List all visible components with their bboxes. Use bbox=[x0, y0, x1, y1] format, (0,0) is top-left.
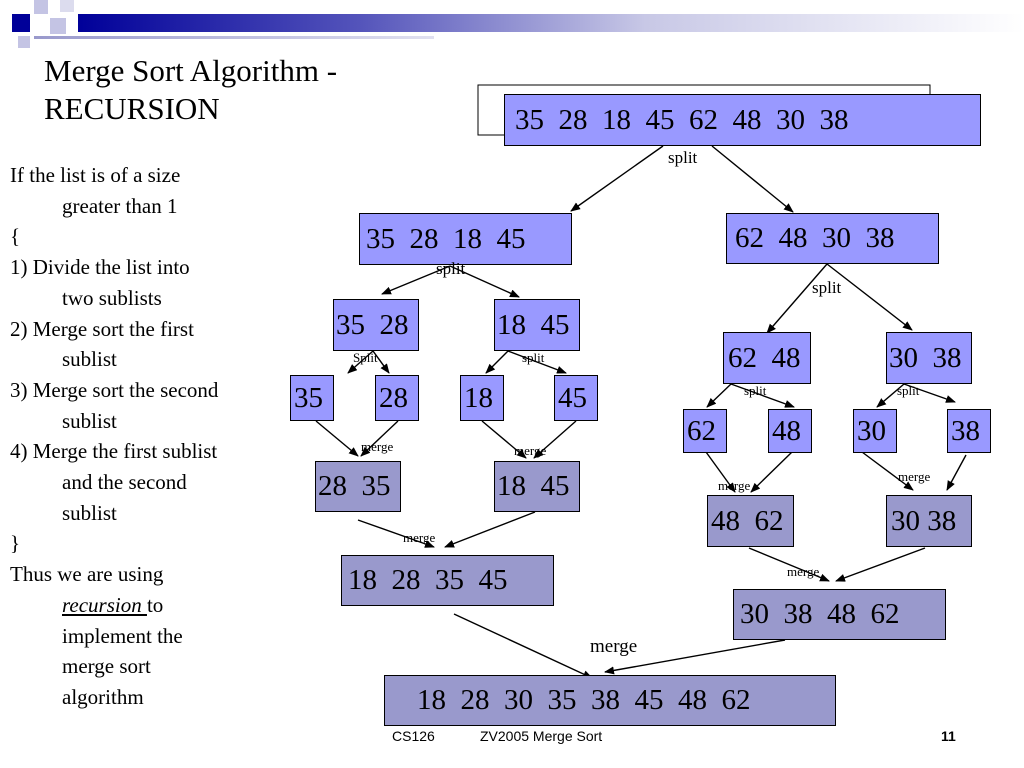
bullet-line: sublist bbox=[62, 408, 117, 433]
array-box-48: 48 bbox=[768, 409, 812, 453]
arrow bbox=[766, 263, 828, 334]
arrow bbox=[360, 420, 399, 457]
footer-course: CS126 bbox=[392, 728, 435, 744]
split-label: Split bbox=[353, 350, 378, 365]
bullet-line: { bbox=[10, 224, 21, 249]
arrow bbox=[444, 511, 536, 548]
split-label: split bbox=[668, 148, 698, 167]
bullet-line: implement the bbox=[62, 623, 183, 648]
array-box-38: 38 bbox=[947, 409, 991, 453]
merged-box-right-half: 30 38 48 62 bbox=[733, 589, 946, 640]
bullet-line: sublist bbox=[62, 500, 117, 525]
page-title: Merge Sort Algorithm - RECURSION bbox=[44, 52, 424, 128]
corner-square-light bbox=[50, 18, 66, 34]
array-box-18: 18 bbox=[460, 375, 504, 421]
array-box-rr: 30 38 bbox=[886, 332, 972, 384]
arrow bbox=[381, 265, 451, 295]
bullet-line: greater than 1 bbox=[62, 193, 178, 218]
slide-number: 11 bbox=[941, 728, 956, 744]
array-box-45: 45 bbox=[554, 375, 598, 421]
array-box-root: 35 28 18 45 62 48 30 38 bbox=[504, 94, 981, 146]
arrow bbox=[711, 145, 794, 213]
array-box-62: 62 bbox=[683, 409, 727, 453]
array-box-28: 28 bbox=[375, 375, 419, 421]
arrow bbox=[706, 383, 732, 408]
array-box-lr: 18 45 bbox=[494, 299, 580, 351]
corner-square-light bbox=[18, 36, 30, 48]
merge-label: merge bbox=[361, 439, 394, 454]
bullet-line: recursion to bbox=[10, 590, 280, 621]
arrow bbox=[453, 613, 593, 679]
arrow bbox=[705, 451, 736, 493]
recursion-link[interactable]: recursion bbox=[62, 592, 147, 617]
arrow bbox=[485, 350, 509, 374]
arrow bbox=[449, 265, 520, 298]
bullet-line: 2) Merge sort the first bbox=[10, 316, 194, 341]
bullet-line: Thus we are using bbox=[10, 562, 164, 587]
array-box-ll: 35 28 bbox=[333, 299, 419, 351]
bullet-line: If the list is of a size bbox=[10, 163, 181, 187]
arrow bbox=[750, 451, 793, 493]
arrow bbox=[903, 383, 956, 403]
merged-box-30-38: 30 38 bbox=[886, 495, 972, 547]
merged-box-18-45: 18 45 bbox=[494, 461, 580, 512]
merged-box-left-half: 18 28 35 45 bbox=[341, 555, 554, 606]
arrow bbox=[826, 263, 913, 331]
arrow bbox=[861, 451, 914, 491]
arrow bbox=[835, 547, 926, 582]
merge-label: merge bbox=[514, 443, 547, 458]
arrow bbox=[748, 547, 830, 582]
arrow bbox=[347, 350, 374, 374]
arrow bbox=[570, 145, 664, 212]
bullet-line: algorithm bbox=[62, 684, 144, 709]
corner-square-light bbox=[34, 0, 48, 14]
split-label: split bbox=[812, 278, 842, 297]
split-label: split bbox=[522, 350, 545, 365]
merge-label: merge bbox=[718, 478, 751, 493]
corner-square-dark bbox=[12, 14, 30, 32]
arrow bbox=[315, 420, 359, 457]
bullet-text: to bbox=[146, 592, 164, 617]
bullet-line: sublist bbox=[62, 347, 117, 372]
merge-label: merge bbox=[898, 469, 931, 484]
arrow bbox=[876, 383, 905, 408]
array-box-left-half: 35 28 18 45 bbox=[359, 213, 572, 265]
array-box-30: 30 bbox=[853, 409, 897, 453]
arrow bbox=[730, 383, 795, 408]
merged-box-48-62: 48 62 bbox=[707, 495, 794, 547]
title-bar bbox=[78, 14, 1024, 32]
array-box-rl: 62 48 bbox=[723, 332, 811, 384]
corner-square-light bbox=[60, 0, 74, 12]
bullet-line: and the second bbox=[62, 470, 187, 495]
title-line-1: Merge Sort Algorithm - bbox=[44, 53, 338, 88]
arrow bbox=[357, 519, 435, 548]
bullet-line: two sublists bbox=[62, 285, 162, 310]
arrow bbox=[604, 639, 786, 675]
split-label: split bbox=[744, 383, 767, 398]
arrow bbox=[372, 350, 390, 374]
array-box-right-half: 62 48 30 38 bbox=[726, 213, 939, 264]
bullet-line: merge sort bbox=[62, 654, 151, 679]
title-underline bbox=[34, 36, 434, 39]
split-label: split bbox=[436, 259, 466, 278]
merged-box-28-35: 28 35 bbox=[315, 461, 401, 512]
merged-box-final: 18 28 30 35 38 45 48 62 bbox=[384, 675, 836, 726]
bullet-line: 3) Merge sort the second bbox=[10, 377, 219, 402]
arrow bbox=[533, 420, 577, 459]
bullet-line: } bbox=[10, 531, 21, 556]
arrow bbox=[481, 420, 527, 459]
arrow bbox=[946, 454, 967, 491]
algorithm-description: If the list is of a size greater than 1 … bbox=[10, 160, 280, 713]
arrow bbox=[507, 350, 567, 374]
merge-label: merge bbox=[590, 636, 638, 657]
merge-label: merge bbox=[787, 564, 820, 579]
array-box-35: 35 bbox=[290, 375, 334, 421]
bullet-line: 4) Merge the first sublist bbox=[10, 439, 218, 464]
title-line-2: RECURSION bbox=[44, 91, 220, 126]
footer-subtitle: ZV2005 Merge Sort bbox=[480, 728, 603, 744]
split-label: split bbox=[897, 383, 920, 398]
merge-label: merge bbox=[403, 530, 436, 545]
bullet-line: 1) Divide the list into bbox=[10, 255, 190, 280]
